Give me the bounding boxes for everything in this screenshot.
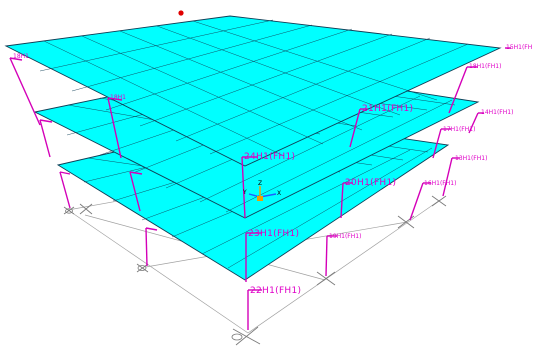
label-right-small-b: 13H1(FH1) [455,155,487,162]
support-node [431,195,447,207]
label-top-right: 18H1(FH1) [469,63,501,70]
member-labels: 18H1 15H1(FH 18H1(FH1) 18H1 21H1(FH1) 14… [13,44,532,296]
slab-level-3[interactable] [4,15,502,167]
supports [63,195,447,346]
support-node [316,271,336,286]
label-lower-center: 23H1(FH1) [248,229,299,239]
support-node [397,215,415,229]
label-mid-left: 18H1 [110,94,126,101]
support-node [63,206,75,215]
label-mid-right-b: 14H1(FH1) [481,109,513,116]
label-mid-center-right: 21H1(FH1) [362,104,413,114]
label-top-right-edge: 15H1(FH [506,44,532,51]
y-axis-label: Y [242,189,247,196]
label-right-small-a: 16H1(FH1) [424,180,456,187]
columns [9,47,511,330]
label-top-left: 18H1 [13,53,29,60]
support-node [231,326,261,346]
axis-triad: X Y Z [242,180,281,201]
label-center-big: 24H1(FH1) [244,152,295,162]
support-node [136,263,149,273]
origin-marker [257,196,263,201]
x-axis-label: X [277,190,281,197]
label-center-right: 20H1(FH1) [345,178,396,188]
support-node [79,203,93,215]
label-mid-right-a: 17H1(FH1) [443,126,475,133]
selection-marker [178,10,184,16]
z-axis-label: Z [258,180,262,187]
label-lower-right: 19H1(FH1) [329,233,361,240]
label-bottom-center: 22H1(FH1) [250,286,301,296]
